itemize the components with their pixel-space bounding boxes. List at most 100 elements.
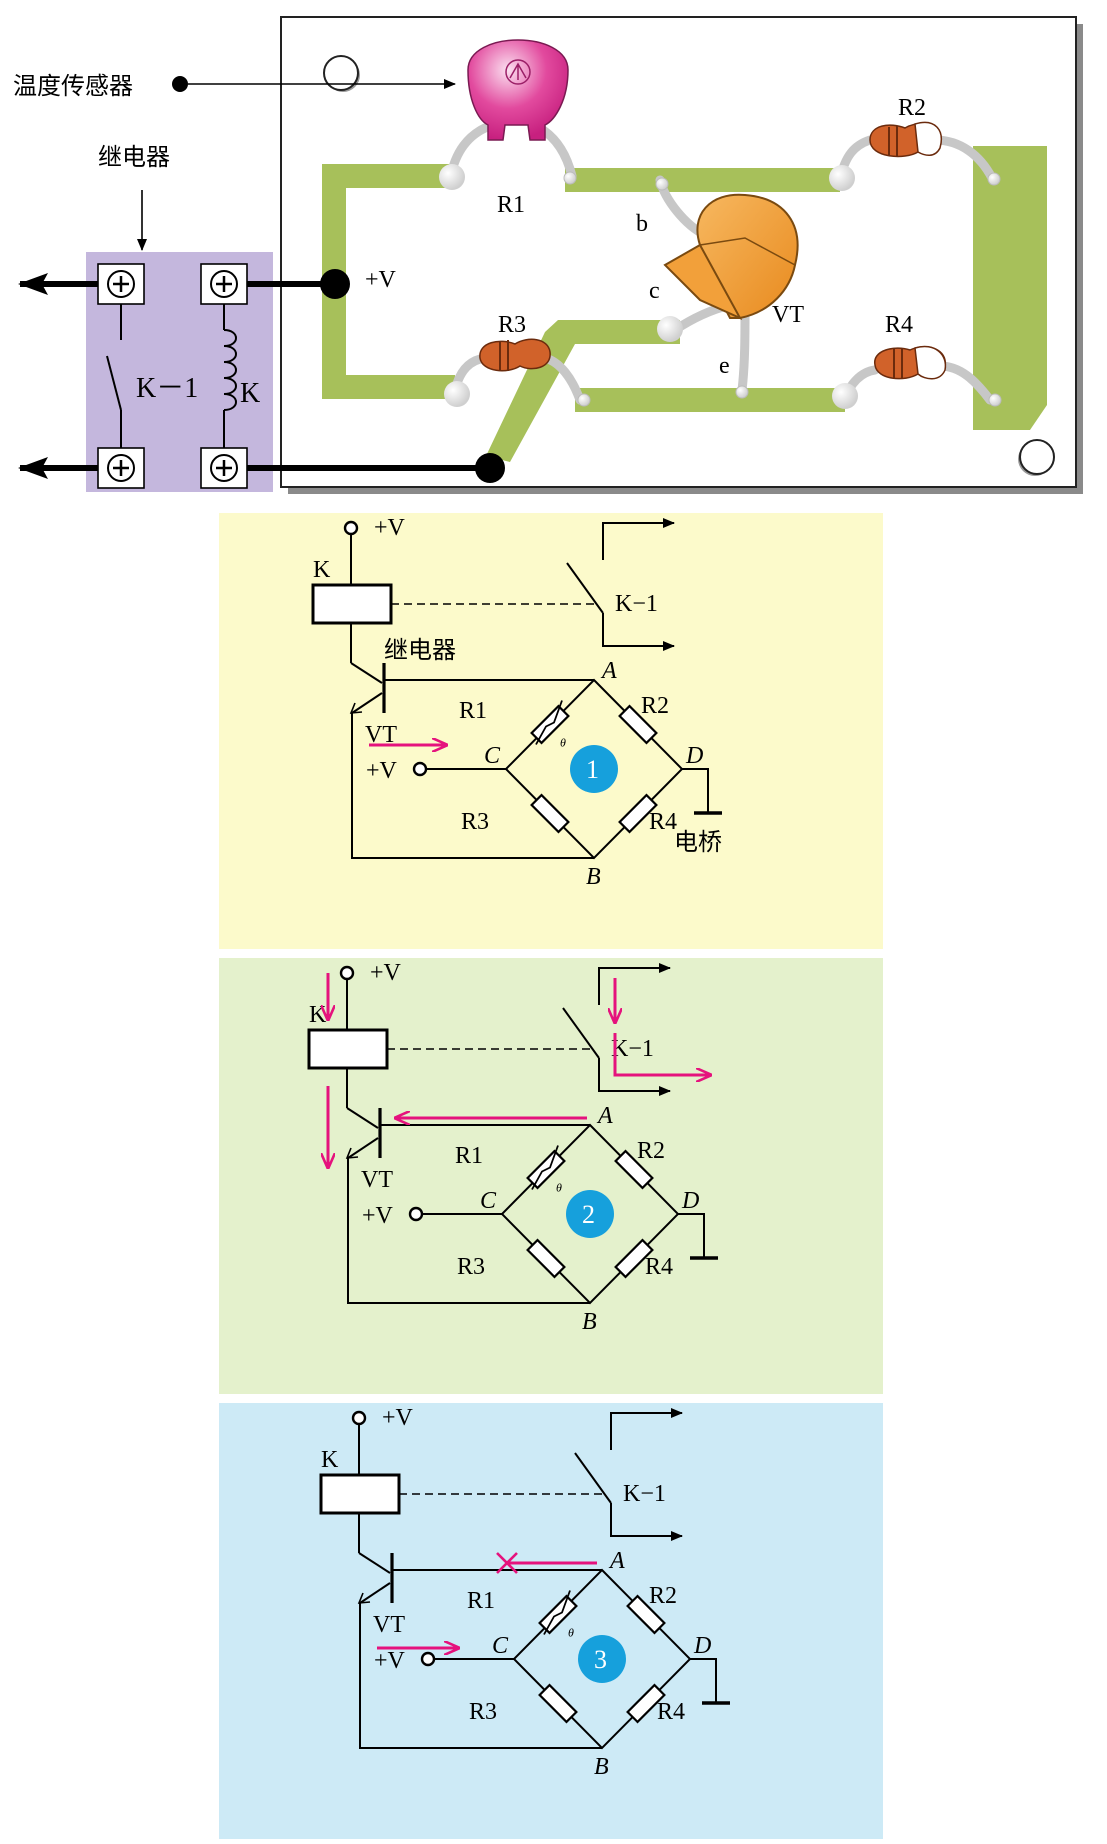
label-node-c: C — [492, 1633, 509, 1659]
plus-v-terminal-icon — [351, 1410, 367, 1426]
label-k1: K−1 — [611, 1036, 654, 1062]
transistor-collector — [346, 1107, 379, 1129]
resistor-r3 — [538, 1683, 578, 1724]
label-node-c: C — [484, 743, 501, 769]
relay-callout-label: 继电器 — [98, 143, 170, 171]
step-badge — [570, 745, 618, 793]
plus-v-input-icon — [408, 1206, 424, 1222]
plus-v-node — [320, 269, 350, 299]
theta-mark: θ — [556, 1181, 562, 1195]
board-label-r2: R2 — [898, 95, 926, 121]
label-r2: R2 — [649, 1583, 677, 1609]
wire-emitter-to-b — [351, 713, 594, 859]
label-node-a: A — [596, 1103, 613, 1129]
board — [280, 16, 1077, 488]
label-relay: 继电器 — [384, 636, 456, 664]
label-k: K — [309, 1002, 327, 1028]
label-node-a: A — [600, 658, 617, 684]
label-k1: K−1 — [623, 1481, 666, 1507]
plus-v-terminal-icon — [343, 520, 359, 536]
step-badge-number: 2 — [582, 1200, 595, 1229]
plus-v-terminal-icon — [339, 965, 355, 981]
bridge-diamond — [504, 678, 684, 860]
label-k1: K−1 — [615, 591, 658, 617]
label-node-a: A — [608, 1548, 625, 1574]
label-node-b: B — [594, 1754, 609, 1780]
step-badge-number: 3 — [594, 1645, 607, 1674]
label-vt: VT — [373, 1612, 405, 1638]
label-bridge: 电桥 — [674, 828, 722, 856]
wire-ground — [678, 1213, 705, 1258]
transistor-collector — [350, 662, 383, 684]
board-label-b: b — [636, 211, 648, 237]
switch-output-bottom — [598, 1058, 671, 1096]
label-r4: R4 — [645, 1254, 673, 1280]
label-vt: VT — [361, 1167, 393, 1193]
resistor-r4 — [618, 793, 658, 834]
step-badge — [566, 1190, 614, 1238]
switch-output-top — [602, 518, 675, 560]
mounting-hole-icon — [1018, 439, 1055, 476]
relay-coil-icon — [223, 304, 237, 448]
wire-ground — [690, 1658, 717, 1703]
label-plus-v: +V — [374, 515, 406, 541]
mounting-hole-icon — [323, 55, 360, 92]
theta-mark: θ — [568, 1626, 574, 1640]
label-k: K — [321, 1447, 339, 1473]
step-badge-number: 1 — [586, 755, 599, 784]
wire-emitter-to-b — [359, 1603, 602, 1749]
label-node-c: C — [480, 1188, 497, 1214]
board-label-r1: R1 — [497, 192, 525, 218]
thermistor-mark — [535, 700, 563, 745]
relay-label-k1: K－1 — [136, 373, 198, 404]
thermistor-mark — [531, 1145, 559, 1190]
wire-ground — [682, 768, 709, 813]
label-r1: R1 — [467, 1588, 495, 1614]
label-plus-v-input: +V — [366, 758, 398, 784]
label-r2: R2 — [637, 1138, 665, 1164]
label-plus-v: +V — [382, 1405, 414, 1431]
label-plus-v-input: +V — [362, 1203, 394, 1229]
collector-node — [475, 453, 505, 483]
sensor-callout-dot — [172, 76, 188, 92]
label-plus-v: +V — [370, 960, 402, 986]
label-r1: R1 — [455, 1143, 483, 1169]
sensor-callout-label: 温度传感器 — [13, 72, 133, 100]
relay-coil-box — [307, 1028, 389, 1070]
plus-v-input-icon — [420, 1651, 436, 1667]
thermistor-mark — [543, 1590, 571, 1635]
resistor-r3 — [526, 1238, 566, 1279]
board-label-e: e — [719, 353, 730, 379]
theta-mark: θ — [560, 736, 566, 750]
cross-icon — [496, 1552, 518, 1574]
label-k: K — [313, 557, 331, 583]
board-label-plus-v: +V — [365, 267, 397, 293]
label-r4: R4 — [657, 1699, 685, 1725]
label-node-b: B — [586, 864, 601, 890]
transistor-emitter — [351, 692, 383, 714]
label-r1: R1 — [459, 698, 487, 724]
relay-label-k: K — [240, 378, 260, 409]
switch-contact — [574, 1452, 612, 1504]
label-node-d: D — [685, 743, 703, 769]
relay-coil-box — [311, 583, 393, 625]
switch-contact — [566, 562, 604, 614]
circuit-board: R1 R2 R3 R4 b c e VT +V 温度传感器 继电器 — [13, 16, 1083, 494]
solder-pads — [439, 164, 1002, 409]
transistor-emitter — [347, 1137, 379, 1159]
label-plus-v-input: +V — [374, 1648, 406, 1674]
board-label-vt: VT — [772, 302, 804, 328]
label-r4: R4 — [649, 809, 677, 835]
board-label-r3: R3 — [498, 312, 526, 338]
plus-v-input-icon — [412, 761, 428, 777]
wire-emitter-to-b — [347, 1158, 590, 1304]
label-r3: R3 — [457, 1254, 485, 1280]
transistor-emitter — [359, 1582, 391, 1604]
board-label-r4: R4 — [885, 312, 913, 338]
label-r2: R2 — [641, 693, 669, 719]
